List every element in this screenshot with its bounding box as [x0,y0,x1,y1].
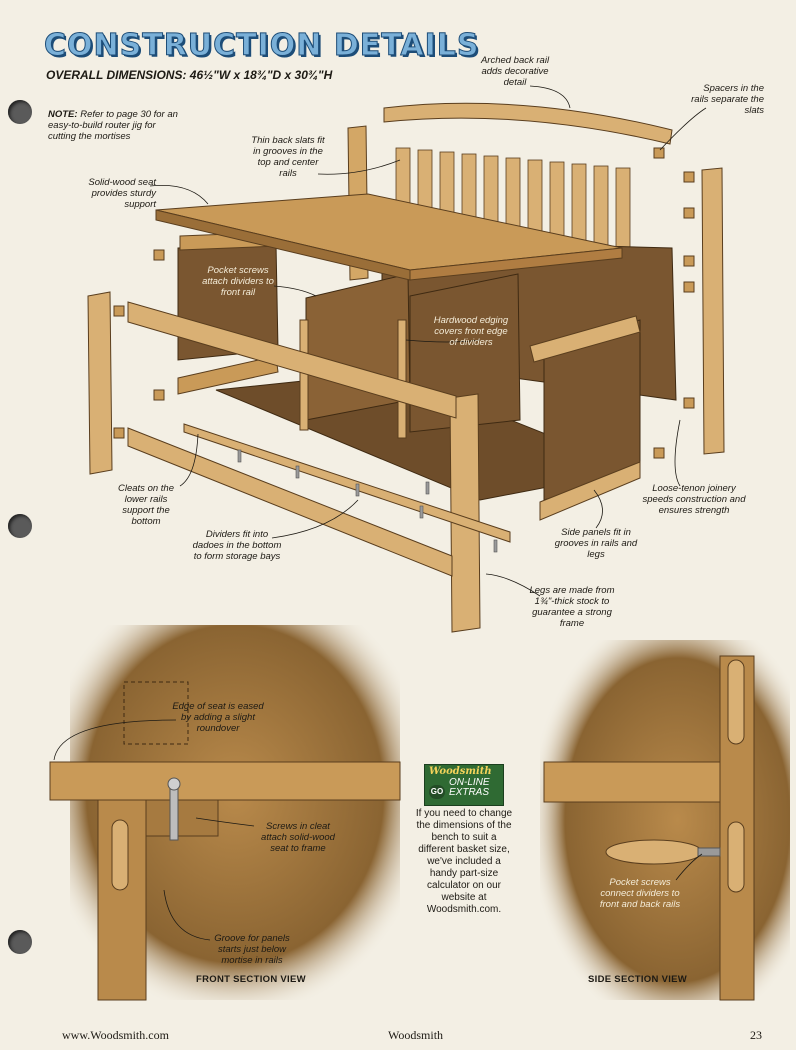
arched-back-rail [383,102,673,145]
note: NOTE: Refer to page 30 for an easy-to-bu… [48,109,183,143]
woodsmith-logo: Woodsmith [429,766,492,777]
cleat [183,423,511,543]
punch-hole-icon [8,930,32,954]
callout-thin-back-slats: Thin back slats fit in grooves in the to… [251,135,325,179]
page-title: CONSTRUCTION DETAILS [44,28,480,64]
hardwood-edging [397,319,407,439]
right-lower-rail [539,461,641,521]
online-extras-line2: EXTRAS [449,787,490,798]
callout-groove-for-panels: Groove for panels starts just below mort… [214,933,290,966]
callout-spacers: Spacers in the rails separate the slats [691,83,764,116]
front-right-leg [449,393,481,633]
front-left-leg [87,291,113,475]
callout-dividers-dadoes: Dividers fit into dadoes in the bottom t… [192,529,282,562]
callout-edge-of-seat: Edge of seat is eased by adding a slight… [172,701,264,734]
go-icon: GO [429,785,445,799]
footer-page-number: 23 [750,1028,762,1042]
right-upper-rail [529,315,641,363]
side-section-view [540,640,790,1001]
footer-website[interactable]: www.Woodsmith.com [62,1028,169,1042]
callout-solid-wood-seat: Solid-wood seat provides sturdy support [88,177,156,210]
callout-side-panels: Side panels fit in grooves in rails and … [554,527,638,560]
exploded-bench-view [87,102,725,633]
callout-loose-tenon: Loose-tenon joinery speeds construction … [642,483,746,516]
callout-pocket-screws-dividers: Pocket screws attach dividers to front r… [202,265,274,298]
screws [237,449,498,553]
callout-legs: Legs are made from 1¾"-thick stock to gu… [529,585,615,629]
online-extras-badge[interactable]: Woodsmith GO ON-LINE EXTRAS [424,764,504,806]
front-section-view [49,625,401,1001]
spacers [113,147,695,459]
front-section-label: FRONT SECTION VIEW [196,974,306,985]
online-extras-line1: ON-LINE [449,777,490,788]
online-extras-label: ON-LINE EXTRAS [449,778,490,798]
overall-dimensions: OVERALL DIMENSIONS: 46½"W x 18¾"D x 30¾"… [46,68,333,82]
front-lower-rail [127,427,453,577]
punch-hole-icon [8,514,32,538]
callout-screws-in-cleat: Screws in cleat attach solid-wood seat t… [261,821,335,854]
note-text: Refer to page 30 for an easy-to-build ro… [48,109,178,142]
online-extras-text: If you need to change the dimensions of … [415,808,513,915]
note-label: NOTE: [48,109,78,120]
callout-pocket-screws-side: Pocket screws connect dividers to front … [599,877,681,910]
left-lower-rail [177,355,279,395]
leader-lines [53,85,707,941]
hardwood-edging [299,319,309,431]
back-right-leg [701,167,725,455]
side-section-label: SIDE SECTION VIEW [588,974,688,985]
callout-cleats: Cleats on the lower rails support the bo… [118,483,174,527]
punch-hole-icon [8,100,32,124]
footer-magazine: Woodsmith [388,1028,444,1042]
front-upper-rail [127,301,457,419]
callout-arched-back-rail: Arched back rail adds decorative detail [480,55,550,88]
seat-edge [409,247,623,281]
callout-hardwood-edging: Hardwood edging covers front edge of div… [433,315,509,348]
